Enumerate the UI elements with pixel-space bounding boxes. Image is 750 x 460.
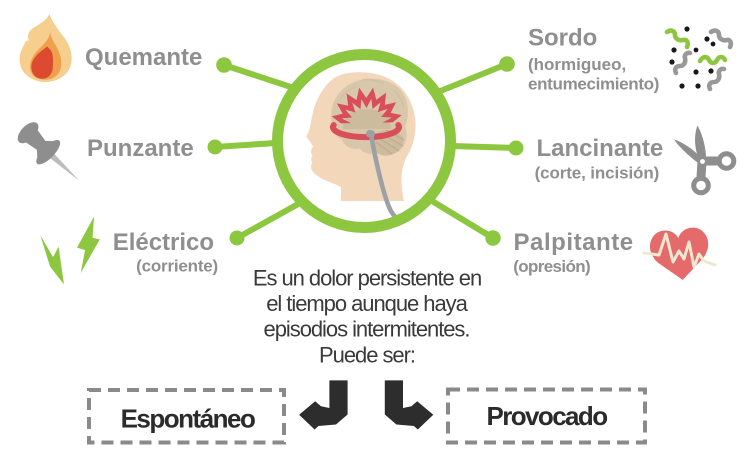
svg-text:episodios intermitentes.: episodios intermitentes.	[264, 316, 470, 341]
svg-text:(opresión): (opresión)	[513, 257, 590, 276]
svg-text:(corriente): (corriente)	[136, 257, 218, 276]
svg-text:Quemante: Quemante	[85, 44, 202, 71]
svg-text:Es un dolor persistente en: Es un dolor persistente en	[253, 266, 481, 291]
svg-text:Sordo: Sordo	[528, 25, 597, 52]
svg-text:entumecimiento): entumecimiento)	[528, 75, 659, 94]
svg-text:Provocado: Provocado	[487, 401, 608, 431]
svg-text:el tiempo aunque haya: el tiempo aunque haya	[266, 291, 468, 316]
svg-text:Eléctrico: Eléctrico	[113, 229, 214, 256]
svg-text:Puede ser:: Puede ser:	[319, 342, 415, 367]
svg-text:Palpitante: Palpitante	[514, 229, 634, 256]
svg-text:(hormigueo,: (hormigueo,	[528, 55, 626, 74]
svg-text:Punzante: Punzante	[87, 135, 194, 162]
svg-text:(corte, incisión): (corte, incisión)	[535, 163, 660, 182]
svg-text:Lancinante: Lancinante	[537, 135, 664, 162]
svg-text:Espontáneo: Espontáneo	[121, 404, 255, 434]
